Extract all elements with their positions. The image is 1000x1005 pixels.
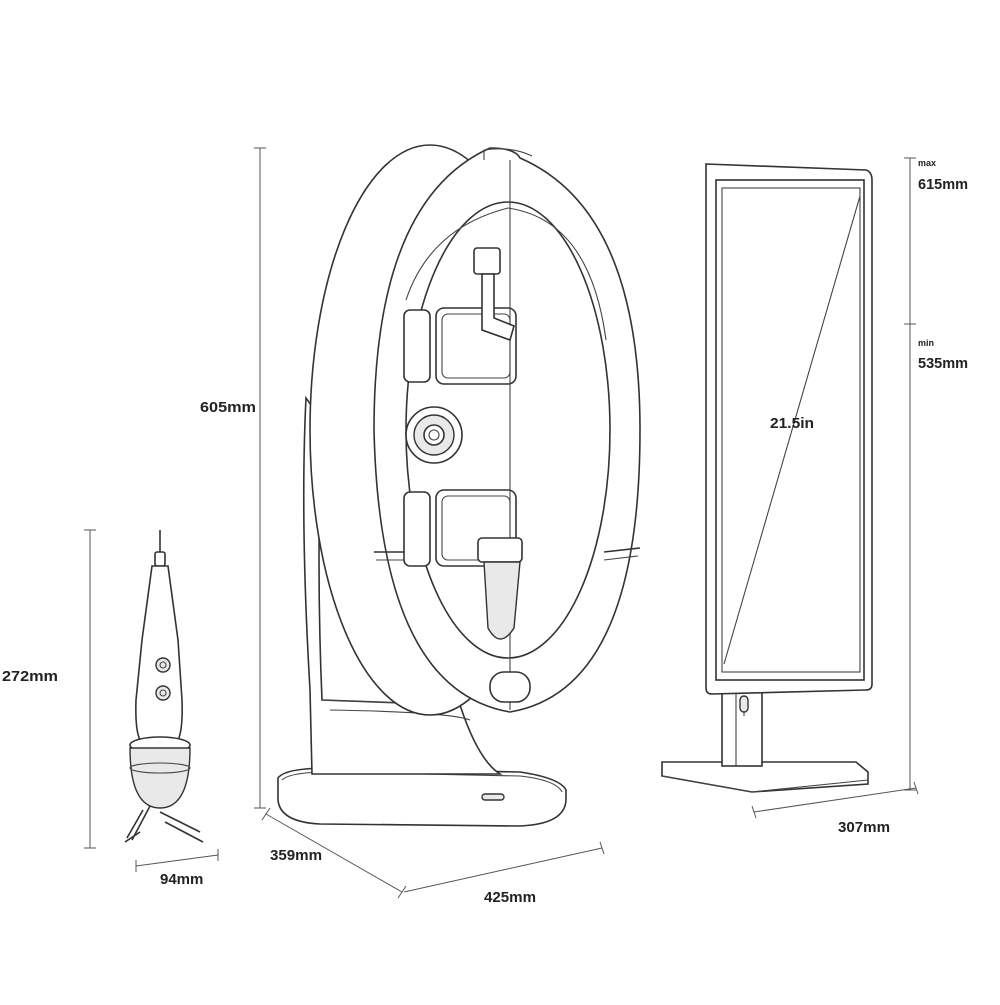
probe-width-dimension: 94mm [135,849,219,888]
skin-analyzer-device [277,144,641,827]
base-depth-dimension: 359mm [261,807,407,899]
monitor: 21.5in [661,163,873,793]
probe-height-dimension: 272mm [2,529,96,849]
monitor-min-tag: min [918,338,934,348]
monitor-max-tag: max [918,158,936,168]
monitor-height-dimension: max 615mm min 535mm [904,157,968,791]
probe-height-label: 272mm [2,668,58,685]
probe-width-label: 94mm [160,871,203,888]
screen-size-label: 21.5in [770,415,814,432]
base-width-dimension: 425mm [403,841,605,906]
monitor-width-label: 307mm [838,819,890,836]
main-height-dimension: 605mm [200,147,266,809]
monitor-width-dimension: 307mm [751,781,919,836]
monitor-min-height-label: 535mm [918,355,968,372]
base-depth-label: 359mm [270,847,322,864]
base-width-label: 425mm [484,889,536,906]
handheld-probe [124,530,204,843]
monitor-max-height-label: 615mm [918,176,968,193]
main-height-label: 605mm [200,399,256,416]
